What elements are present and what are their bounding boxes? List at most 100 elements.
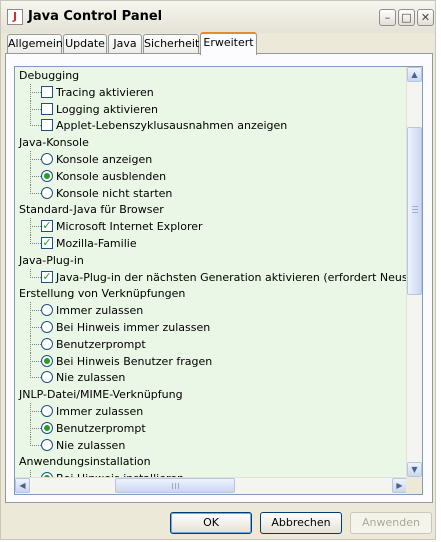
tree-radio-option[interactable]: Nie zulassen <box>15 436 407 454</box>
radio-unselected[interactable] <box>41 320 53 333</box>
tree-group-header: Java-Konsole <box>15 134 407 151</box>
scroll-left-arrow-icon[interactable]: ◀ <box>15 478 30 493</box>
option-label[interactable]: Benutzerprompt <box>56 421 146 435</box>
tree-connector-branch <box>30 125 41 127</box>
tree-radio-option[interactable]: Bei Hinweis installieren <box>15 470 407 477</box>
radio-selected[interactable] <box>41 169 53 182</box>
group-label: JNLP-Datei/MIME-Verknüpfung <box>19 388 183 402</box>
option-label[interactable]: Bei Hinweis Benutzer fragen <box>56 354 213 368</box>
cancel-button[interactable]: Abbrechen <box>260 512 342 534</box>
checkbox-checked[interactable]: ✓ <box>41 219 53 233</box>
tree-checkbox-option[interactable]: Logging aktivieren <box>15 100 407 118</box>
tree-connector-line <box>30 234 31 244</box>
radio-unselected[interactable] <box>41 337 53 350</box>
option-label[interactable]: Bei Hinweis immer zulassen <box>56 320 211 334</box>
scroll-down-arrow-icon[interactable]: ▼ <box>407 462 422 477</box>
option-label[interactable]: Tracing aktivieren <box>56 85 154 99</box>
tab-erweitert[interactable]: Erweitert <box>200 32 257 55</box>
option-label[interactable]: Konsole ausblenden <box>56 169 167 183</box>
minimize-button[interactable]: – <box>379 9 396 26</box>
tree-radio-option[interactable]: Benutzerprompt <box>15 419 407 437</box>
group-label: Java-Plug-in <box>19 253 84 267</box>
tree-connector-branch <box>30 343 41 345</box>
tree-radio-option[interactable]: Konsole ausblenden <box>15 167 407 185</box>
checkbox-unchecked[interactable] <box>41 102 53 115</box>
tree-radio-option[interactable]: Bei Hinweis Benutzer fragen <box>15 352 407 370</box>
checkbox-unchecked[interactable] <box>41 119 53 132</box>
close-button[interactable]: ✕ <box>417 9 434 26</box>
radio-unselected[interactable] <box>41 152 53 165</box>
tree-radio-option[interactable]: Bei Hinweis immer zulassen <box>15 318 407 336</box>
tab-java[interactable]: Java <box>108 34 142 54</box>
vertical-scrollbar[interactable]: ▲ ▼ <box>406 67 422 477</box>
tree-connector-branch <box>30 91 41 93</box>
option-label[interactable]: Benutzerprompt <box>56 337 146 351</box>
scrollbar-corner <box>406 477 422 494</box>
option-label[interactable]: Nie zulassen <box>56 371 126 385</box>
tab-update[interactable]: Update <box>63 34 107 54</box>
tree-checkbox-option[interactable]: ✓Java-Plug-in der nächsten Generation ak… <box>15 268 407 286</box>
option-label[interactable]: Konsole nicht starten <box>56 186 173 200</box>
scroll-right-arrow-icon[interactable]: ▶ <box>392 478 407 493</box>
group-label: Erstellung von Verknüpfungen <box>19 287 186 301</box>
option-label[interactable]: Immer zulassen <box>56 304 144 318</box>
ok-button[interactable]: OK <box>170 512 252 534</box>
apply-button[interactable]: Anwenden <box>350 512 432 534</box>
option-label[interactable]: Microsoft Internet Explorer <box>56 220 203 234</box>
group-label: Anwendungsinstallation <box>19 455 151 469</box>
tree-connector-branch <box>30 242 41 244</box>
option-label[interactable]: Bei Hinweis installieren <box>56 471 184 477</box>
tree-radio-option[interactable]: Benutzerprompt <box>15 335 407 353</box>
tree-connector-branch <box>30 158 41 160</box>
checkbox-checked[interactable]: ✓ <box>41 269 53 283</box>
option-label[interactable]: Immer zulassen <box>56 404 144 418</box>
tab-allgemein[interactable]: Allgemein <box>7 34 63 54</box>
tree-connector-line <box>30 184 31 194</box>
radio-selected[interactable] <box>41 354 53 367</box>
option-label[interactable]: Logging aktivieren <box>56 102 158 116</box>
tree-group-header: Standard-Java für Browser <box>15 201 407 218</box>
checkbox-unchecked[interactable] <box>41 85 53 98</box>
checkbox-checked[interactable]: ✓ <box>41 235 53 249</box>
horizontal-scroll-thumb[interactable] <box>115 478 235 493</box>
group-label: Java-Konsole <box>19 136 89 150</box>
tree-radio-option[interactable]: Konsole nicht starten <box>15 184 407 202</box>
tree-connector-line <box>30 436 31 446</box>
tree-checkbox-option[interactable]: ✓Microsoft Internet Explorer <box>15 218 407 236</box>
option-label[interactable]: Konsole anzeigen <box>56 152 153 166</box>
group-label: Debugging <box>19 69 80 82</box>
radio-selected[interactable] <box>41 421 53 434</box>
radio-unselected[interactable] <box>41 304 53 317</box>
radio-unselected[interactable] <box>41 438 53 451</box>
vertical-scroll-thumb[interactable] <box>407 127 422 295</box>
tree-radio-option[interactable]: Immer zulassen <box>15 402 407 420</box>
maximize-button[interactable]: □ <box>398 9 415 26</box>
tree-connector-branch <box>30 427 41 429</box>
option-label[interactable]: Applet-Lebenszyklusausnahmen anzeigen <box>56 119 288 133</box>
option-label[interactable]: Nie zulassen <box>56 438 126 452</box>
tree-checkbox-option[interactable]: ✓Mozilla-Familie <box>15 234 407 252</box>
tree-radio-option[interactable]: Nie zulassen <box>15 369 407 386</box>
tree-checkbox-option[interactable]: Applet-Lebenszyklusausnahmen anzeigen <box>15 117 407 134</box>
tab-sicherheit[interactable]: Sicherheit <box>143 34 199 54</box>
tree-connector-line <box>30 369 31 379</box>
radio-unselected[interactable] <box>41 371 53 384</box>
tree-connector-branch <box>30 175 41 177</box>
tree-checkbox-option[interactable]: Tracing aktivieren <box>15 83 407 101</box>
java-cup-icon: J <box>7 9 23 25</box>
option-label[interactable]: Mozilla-Familie <box>56 236 137 250</box>
radio-unselected[interactable] <box>41 404 53 417</box>
tree-radio-option[interactable]: Immer zulassen <box>15 302 407 320</box>
tree-connector-branch <box>30 410 41 412</box>
title-bar[interactable]: J Java Control Panel – □ ✕ <box>1 1 435 33</box>
tree-connector-branch <box>30 360 41 362</box>
radio-unselected[interactable] <box>41 186 53 199</box>
tree-connector-branch <box>30 377 41 379</box>
tree-radio-option[interactable]: Konsole anzeigen <box>15 150 407 168</box>
horizontal-scrollbar[interactable]: ◀ ▶ <box>15 477 407 494</box>
option-label[interactable]: Java-Plug-in der nächsten Generation akt… <box>56 270 407 284</box>
scroll-up-arrow-icon[interactable]: ▲ <box>407 67 422 82</box>
